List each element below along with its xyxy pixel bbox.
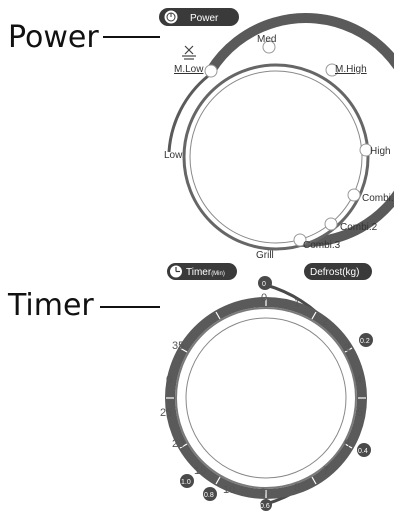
defrost-dot-10: [180, 474, 194, 488]
timer-min-25: 25: [160, 407, 172, 419]
defrost-dot-02: [359, 333, 373, 347]
defrost-label-06: 0.6: [260, 503, 270, 510]
power-label-high: High: [370, 146, 391, 157]
power-label-m-high: M.High: [335, 64, 367, 75]
power-badge: [159, 8, 239, 26]
defrost-label-0: 0: [262, 281, 266, 288]
power-dot-m-low: [204, 64, 218, 78]
defrost-dot-0: [258, 276, 272, 290]
timer-min-9: 9: [260, 487, 266, 499]
timer-min-0-left: 0: [166, 374, 172, 386]
power-label-grill: Grill: [256, 250, 274, 261]
power-dial-arc: [205, 13, 394, 248]
timer-min-3: 3: [344, 342, 350, 354]
power-dot-combi3: [293, 233, 307, 247]
timer-knob[interactable]: Timer(Min) Defrost(kg) 0 1 2 3 4: [160, 263, 373, 511]
timer-min-1: 1: [294, 297, 300, 309]
power-dial-face: [189, 70, 363, 244]
power-dot-m-high: [325, 63, 339, 77]
defrost-dot-08: [203, 487, 217, 501]
timer-min-35: 35: [172, 340, 184, 352]
timer-min-4: 4: [356, 374, 362, 386]
defrost-dot-06: [260, 499, 272, 511]
timer-min-0-top: 0: [261, 292, 267, 304]
timer-min-8: 8: [294, 482, 300, 494]
power-label-combi3: Combi.3: [303, 240, 341, 251]
power-knob[interactable]: Power Med M.Low M.High Low High Combi.1 …: [159, 8, 394, 261]
power-dot-med: [262, 40, 276, 54]
timer-dial-face: [185, 317, 347, 479]
power-label-med: Med: [257, 34, 276, 45]
timer-callout-text: Timer: [7, 288, 94, 323]
defrost-label-08: 0.8: [204, 492, 214, 499]
defrost-label-04: 0.4: [358, 448, 368, 455]
defrost-label-10: 1.0: [181, 479, 191, 486]
timer-min-15: 15: [194, 465, 206, 477]
power-badge-label: Power: [190, 13, 219, 24]
defrost-label-02: 0.2: [360, 338, 370, 345]
power-label-combi1: Combi.1: [362, 193, 394, 204]
clock-icon: [169, 264, 183, 279]
timer-min-2: 2: [322, 316, 328, 328]
defrost-badge: [304, 263, 372, 280]
timer-tick-marks: [166, 298, 366, 498]
timer-badge-label: Timer(Min): [186, 267, 225, 278]
power-label-m-low: M.Low: [174, 64, 204, 75]
defrost-dot-04: [357, 443, 371, 457]
power-dial-icon: [163, 9, 179, 25]
power-callout-text: Power: [8, 20, 99, 55]
timer-min-10: 10: [223, 484, 235, 496]
power-label-combi2: Combi.2: [340, 222, 378, 233]
power-dot-high: [359, 143, 373, 157]
timer-min-5: 5: [357, 407, 363, 419]
timer-min-20: 20: [172, 438, 184, 450]
timer-min-6: 6: [344, 438, 350, 450]
power-dial-thin-arc: [167, 74, 209, 153]
timer-min-7: 7: [323, 465, 329, 477]
defrost-snowflake-icon: [182, 45, 196, 60]
power-label-low: Low: [164, 150, 183, 161]
timer-badge: [167, 263, 237, 280]
power-dot-combi1: [347, 188, 361, 202]
defrost-badge-label: Defrost(kg): [310, 267, 359, 278]
power-dot-combi2: [324, 217, 338, 231]
